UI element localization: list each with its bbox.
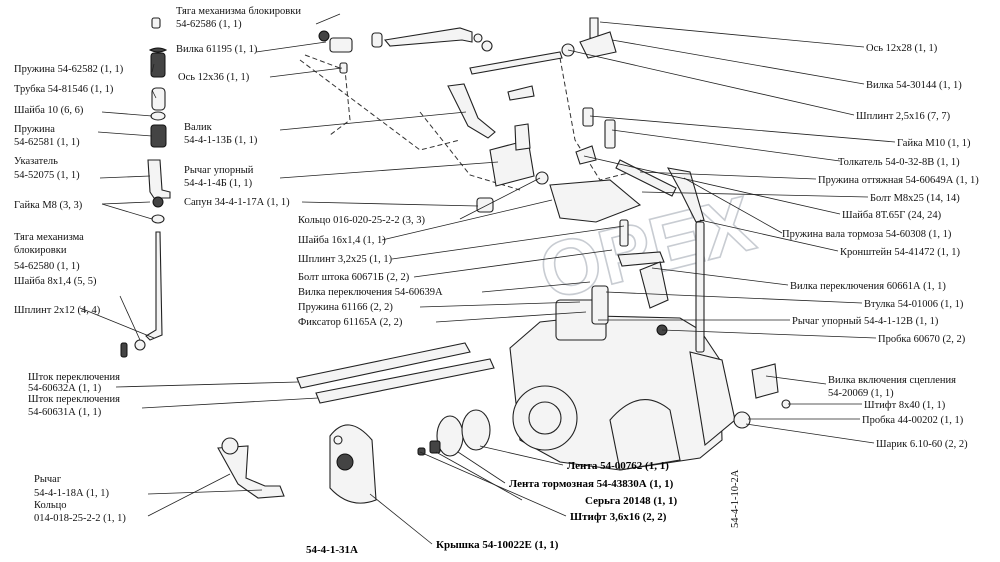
label-bolt-shtoka: Болт штока 60671Б (2, 2): [298, 272, 410, 283]
label-fiksator: Фиксатор 61165А (2, 2): [298, 317, 403, 328]
label-ukazatel-b: 54-52075 (1, 1): [14, 170, 80, 181]
label-trubka: Трубка 54-81546 (1, 1): [14, 84, 114, 95]
label-gaika-m10: Гайка М10 (1, 1): [897, 138, 971, 149]
label-kronshtein: Кронштейн 54-41472 (1, 1): [840, 247, 960, 258]
label-pruzhina-61166: Пружина 61166 (2, 2): [298, 302, 393, 313]
label-shplint-25x16: Шплинт 2,5х16 (7, 7): [856, 111, 951, 122]
label-vilka-60661: Вилка переключения 60661А (1, 1): [790, 281, 946, 292]
label-shplint-32x25: Шплинт 3,2х25 (1, 1): [298, 254, 393, 265]
label-vtulka: Втулка 54-01006 (1, 1): [864, 299, 964, 310]
label-vilka-60639: Вилка переключения 54-60639А: [298, 287, 443, 298]
label-valik-a: Валик: [184, 122, 213, 133]
label-bolt-m8x25: Болт М8х25 (14, 14): [870, 193, 960, 204]
label-tyaga-top-num: 54-62586 (1, 1): [176, 19, 242, 30]
label-kolco-014-a: Кольцо: [34, 500, 67, 511]
label-serga: Серьга 20148 (1, 1): [585, 495, 678, 507]
label-tyaga-left-a: Тяга механизма: [14, 232, 84, 243]
label-shtift-8x40: Штифт 8х40 (1, 1): [864, 400, 946, 411]
label-sapun: Сапун 34-4-1-17А (1, 1): [184, 197, 290, 208]
label-shtok-632-b: 54-60632А (1, 1): [28, 383, 102, 394]
part-illustrations: [120, 17, 791, 504]
label-assembly-code: 54-4-1-31А: [306, 544, 358, 556]
label-vilka-30144: Вилка 54-30144 (1, 1): [866, 80, 962, 91]
label-shaiba-16x14: Шайба 16х1,4 (1, 1): [298, 235, 386, 246]
label-gaika-m8: Гайка М8 (3, 3): [14, 200, 83, 211]
label-pruzhina-62582: Пружина 54-62582 (1, 1): [14, 64, 124, 75]
label-ukazatel-a: Указатель: [14, 156, 58, 167]
label-kolco-016: Кольцо 016-020-25-2-2 (3, 3): [298, 215, 425, 226]
label-vilka-vkl-b: 54-20069 (1, 1): [828, 388, 894, 399]
label-lenta-tormoz: Лента тормозная 54-43830А (1, 1): [509, 478, 674, 490]
label-tyaga-left-b: блокировки: [14, 245, 67, 256]
label-side-code: 54-4-1-10-2А: [730, 469, 741, 528]
leader-lines: [79, 13, 896, 545]
label-shtok-632-a: Шток переключения: [28, 372, 120, 383]
label-shtok-631-b: 54-60631А (1, 1): [28, 407, 102, 418]
label-shaiba-8t65g: Шайба 8Т.65Г (24, 24): [842, 210, 942, 221]
label-shaiba-8x14: Шайба 8х1,4 (5, 5): [14, 276, 97, 287]
label-shtok-631-a: Шток переключения: [28, 394, 120, 405]
label-probka-60670: Пробка 60670 (2, 2): [878, 334, 966, 345]
label-pruzhina-62581-b: 54-62581 (1, 1): [14, 137, 80, 148]
label-rychag-upor-12v: Рычаг упорный 54-4-1-12В (1, 1): [792, 316, 939, 327]
label-pruzhina-vala: Пружина вала тормоза 54-60308 (1, 1): [782, 229, 952, 240]
label-lenta-00762: Лента 54-00762 (1, 1): [567, 460, 669, 472]
label-tyaga-top: Тяга механизма блокировки: [176, 6, 301, 17]
label-rychag-b: 54-4-1-18А (1, 1): [34, 488, 109, 499]
label-probka-44: Пробка 44-00202 (1, 1): [862, 415, 964, 426]
label-rychag-a: Рычаг: [34, 474, 62, 485]
label-shtift-36x16: Штифт 3,6х16 (2, 2): [570, 511, 667, 523]
part-labels: Тяга механизма блокировки 54-62586 (1, 1…: [14, 6, 979, 556]
label-os-12x28: Ось 12х28 (1, 1): [866, 43, 938, 54]
label-tolkatel: Толкатель 54-0-32-8В (1, 1): [838, 157, 960, 168]
label-kryshka: Крышка 54-10022Е (1, 1): [436, 539, 559, 551]
label-vilka-vkl-a: Вилка включения сцепления: [828, 375, 956, 386]
label-valik-b: 54-4-1-13Б (1, 1): [184, 135, 258, 146]
label-sharik: Шарик 6.10-60 (2, 2): [876, 439, 968, 450]
label-rychag-upor-b: 54-4-1-4Б (1, 1): [184, 178, 253, 189]
label-pruzhina-ottyazh: Пружина оттяжная 54-60649А (1, 1): [818, 175, 979, 186]
label-shaiba-10: Шайба 10 (6, 6): [14, 105, 84, 116]
label-os-12x36: Ось 12х36 (1, 1): [178, 72, 250, 83]
label-pruzhina-62581-a: Пружина: [14, 124, 55, 135]
label-tyaga-left-c: 54-62580 (1, 1): [14, 261, 80, 272]
label-rychag-upor-a: Рычаг упорный: [184, 165, 254, 176]
label-vilka-61195: Вилка 61195 (1, 1): [176, 44, 258, 55]
label-kolco-014-b: 014-018-25-2-2 (1, 1): [34, 513, 126, 524]
label-shplint-2x12: Шплинт 2х12 (4, 4): [14, 305, 101, 316]
